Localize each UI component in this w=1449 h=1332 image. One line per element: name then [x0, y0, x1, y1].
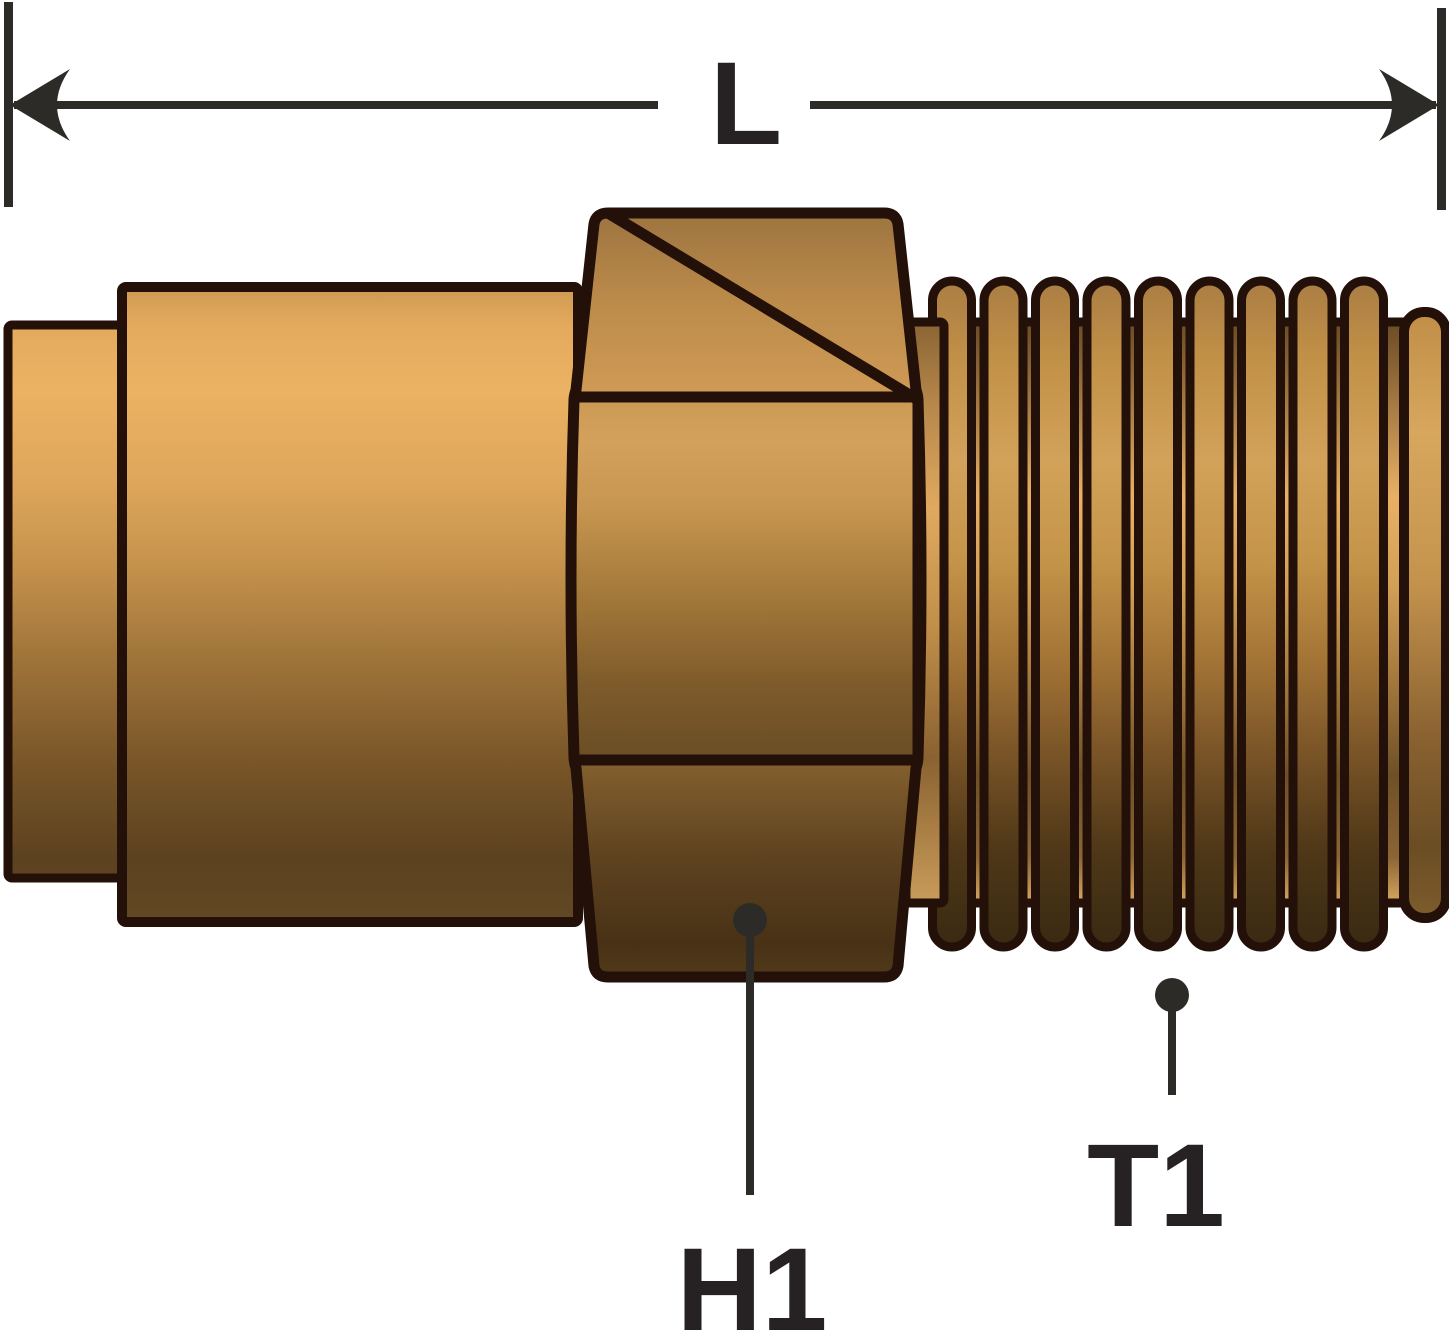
extension-line-left: [4, 2, 13, 207]
fitting-body: [3, 207, 1449, 983]
dimension-line-right-segment: [810, 101, 1436, 109]
thread-callout-line: [1168, 995, 1176, 1095]
hex-middle-facet: [571, 397, 921, 760]
arrowhead-left-icon: [10, 69, 70, 141]
thread-crest: [1082, 276, 1131, 952]
left-stub: [3, 320, 131, 883]
hex-callout-dot: [733, 903, 767, 937]
length-dimension-label: L: [710, 38, 782, 170]
thread-crest: [1237, 276, 1285, 952]
extension-line-right: [1437, 8, 1446, 210]
body-cylinder: [117, 282, 583, 927]
thread-crest: [1185, 276, 1234, 952]
thread-end-face: [1399, 307, 1449, 923]
hex-callout-line: [746, 920, 754, 1195]
thread-crest: [1340, 276, 1388, 952]
hex-size-label: H1: [677, 1224, 828, 1332]
arrowhead-right-icon: [1379, 69, 1439, 141]
hex-nut: [571, 213, 921, 977]
length-dimension-group: [4, 2, 1446, 210]
thread-crest: [979, 276, 1028, 952]
thread-callout-dot: [1155, 978, 1189, 1012]
callouts: [733, 903, 1189, 1195]
thread-label: T1: [1087, 1120, 1225, 1252]
thread-crests: [928, 276, 1388, 952]
thread-crest: [1031, 276, 1079, 952]
thread-crest: [1288, 276, 1337, 952]
thread-crest: [1134, 276, 1182, 952]
dimension-line-left-segment: [14, 101, 658, 109]
hex-bottom-facet: [574, 757, 918, 977]
